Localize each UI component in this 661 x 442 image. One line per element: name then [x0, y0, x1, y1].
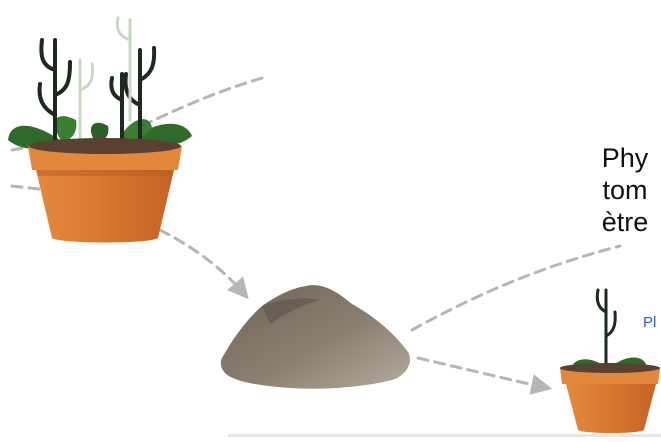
plant-pot-small-icon [560, 290, 660, 433]
arrow-pot-to-soil [160, 230, 246, 296]
arrow-top-to-pot [150, 78, 262, 122]
phytometer-label: Phytomètre [600, 142, 650, 238]
clipped-label: Pl [643, 314, 656, 331]
arrow-soil-to-small-pot [418, 358, 548, 388]
arrow-soil-up-right [412, 246, 620, 330]
bottom-divider [228, 434, 661, 437]
soil-pile-icon [221, 285, 410, 389]
plant-pot-large-icon [8, 18, 192, 243]
